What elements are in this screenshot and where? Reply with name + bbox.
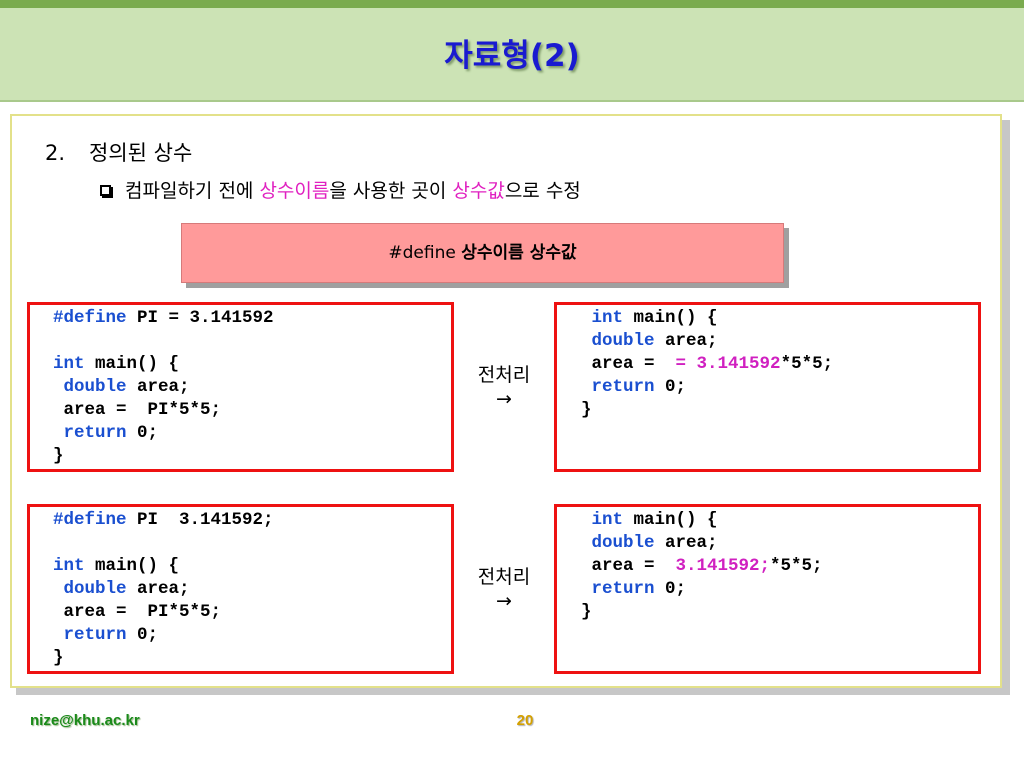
code-text: main() { (623, 510, 718, 530)
code-keyword: #define (53, 510, 127, 530)
code-keyword: int (53, 354, 85, 374)
syntax-box: #define 상수이름 상수값 (181, 223, 784, 283)
code-text: 0; (654, 579, 687, 599)
code-keyword: double (63, 377, 127, 397)
code-text: } (581, 400, 592, 420)
code-text: main() { (84, 354, 180, 374)
code-substituted-value: = 3.141592 (675, 354, 781, 374)
code-text: PI 3.141592; (126, 510, 274, 530)
preprocess-arrow-1: 전처리→ (464, 363, 544, 411)
bullet-highlight-a: 상수이름 (259, 180, 330, 202)
preprocess-label: 전처리 (477, 566, 531, 588)
code-text: area = (591, 354, 676, 374)
section-heading: 2. 정의된 상수 (45, 137, 192, 167)
slide-title: 자료형(2) (444, 38, 580, 74)
code-keyword: double (591, 533, 655, 553)
code-keyword: double (591, 331, 655, 351)
code-text: *5*5; (780, 354, 834, 374)
code-text: area; (654, 533, 718, 553)
code-substituted-value: 3.141592; (675, 556, 771, 576)
right-arrow-icon: → (496, 388, 512, 410)
code-text: area; (654, 331, 718, 351)
code-text: 0; (126, 423, 159, 443)
code-text: main() { (623, 308, 718, 328)
code-keyword: return (591, 579, 655, 599)
code-text: 0; (654, 377, 687, 397)
code-keyword: return (63, 625, 127, 645)
code-text: } (581, 602, 592, 622)
bullet-item: 컴파일하기 전에 상수이름을 사용한 곳이 상수값으로 수정 (100, 176, 581, 203)
syntax-bold: 상수이름 상수값 (461, 243, 577, 263)
preprocess-arrow-2: 전처리→ (464, 565, 544, 613)
code-keyword: int (591, 308, 624, 328)
heading-text: 정의된 상수 (89, 141, 193, 165)
right-arrow-icon: → (496, 590, 512, 612)
code-keyword: int (53, 556, 85, 576)
code-text: area = PI*5*5; (63, 400, 222, 420)
code-keyword: int (591, 510, 624, 530)
code-result-2: int main() { double area; area = 3.14159… (581, 509, 823, 624)
square-bullet-icon (100, 185, 111, 196)
page-number: 20 (516, 712, 534, 729)
preprocess-label: 전처리 (477, 364, 531, 386)
code-keyword: double (63, 579, 127, 599)
bullet-text-b: 을 사용한 곳이 (329, 180, 453, 202)
code-box-source-2 (27, 504, 454, 674)
bullet-text-a: 컴파일하기 전에 (125, 180, 260, 202)
code-source-2: #define PI 3.141592; int main() { double… (53, 509, 274, 670)
code-box-result-1 (554, 302, 981, 472)
code-text: main() { (84, 556, 180, 576)
slide-header (0, 0, 1024, 102)
code-text: area; (126, 579, 190, 599)
syntax-prefix: #define (388, 243, 462, 263)
bullet-highlight-b: 상수값 (452, 180, 505, 202)
code-keyword: return (591, 377, 655, 397)
footer-email: nize@khu.ac.kr (30, 712, 140, 729)
code-result-1: int main() { double area; area = = 3.141… (581, 307, 833, 422)
code-keyword: return (63, 423, 127, 443)
code-text: *5*5; (770, 556, 823, 576)
heading-number: 2. (45, 141, 66, 165)
code-text: PI = 3.141592 (126, 308, 274, 328)
code-source-1: #define PI = 3.141592 int main() { doubl… (53, 307, 274, 468)
bullet-text-c: 으로 수정 (504, 180, 581, 202)
code-text: area = (591, 556, 676, 576)
code-box-result-2 (554, 504, 981, 674)
code-text: } (53, 446, 64, 466)
code-text: } (53, 648, 64, 668)
code-keyword: #define (53, 308, 127, 328)
code-text: area = PI*5*5; (63, 602, 222, 622)
code-text: 0; (126, 625, 159, 645)
code-text: area; (126, 377, 190, 397)
code-box-source-1 (27, 302, 454, 472)
